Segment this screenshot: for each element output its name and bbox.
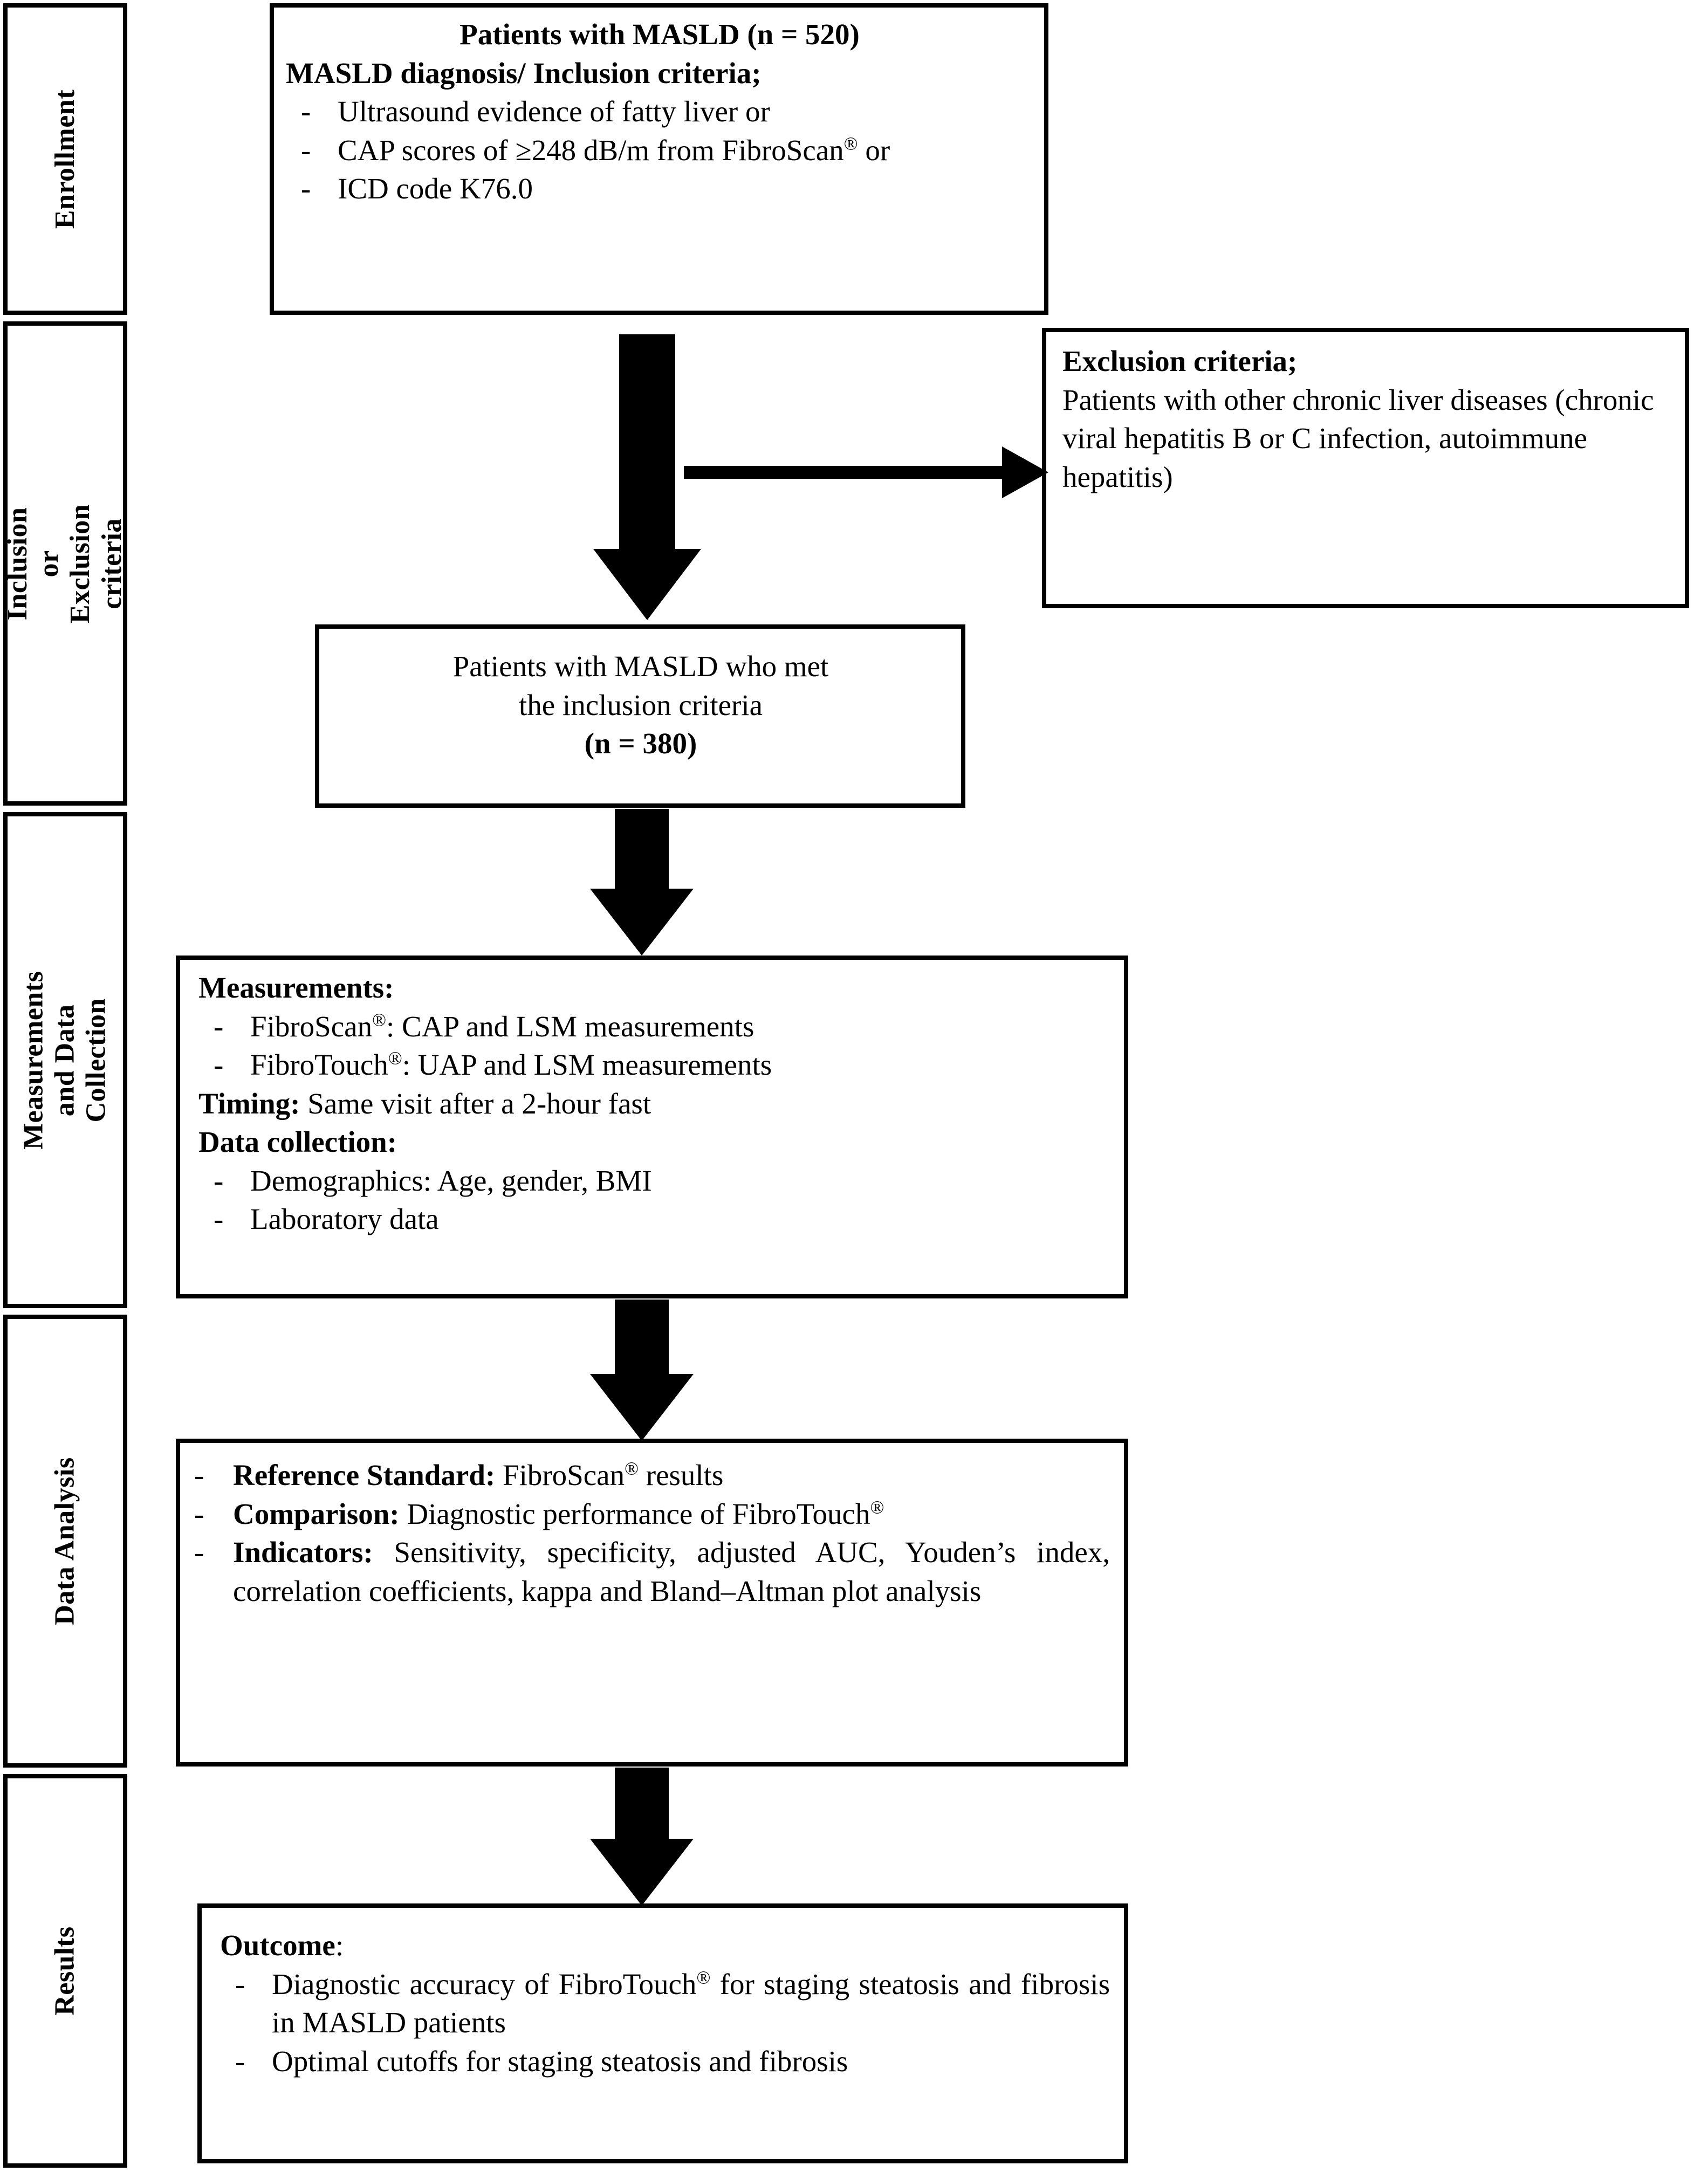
enrollment-heading-criteria: MASLD diagnosis/ Inclusion criteria; — [286, 56, 762, 90]
arrow-analysis-to-results — [588, 1768, 696, 1906]
exclusion-body: Patients with other chronic liver diseas… — [1062, 383, 1654, 493]
arrow-shaft — [684, 466, 1005, 479]
exclusion-box: Exclusion criteria; Patients with other … — [1042, 328, 1689, 608]
arrow-enrollment-to-included — [593, 334, 701, 620]
item-text: FibroTouch — [250, 1048, 388, 1081]
item-text-post: : UAP and LSM measurements — [402, 1048, 772, 1081]
item-text: FibroScan — [495, 1459, 625, 1491]
included-box: Patients with MASLD who met the inclusio… — [315, 624, 965, 808]
registered-icon: ® — [372, 1010, 387, 1030]
enrollment-criteria-list: Ultrasound evidence of fatty liver or CA… — [286, 92, 1033, 208]
list-item: Optimal cutoffs for staging steatosis an… — [220, 2042, 1110, 2081]
item-text: CAP scores of ≥248 dB/m from FibroScan — [338, 133, 844, 167]
stage-label-data-analysis: Data Analysis — [49, 1457, 80, 1625]
stage-box-inclusion-exclusion: Inclusion or Exclusion criteria — [3, 321, 127, 806]
measurements-heading: Measurements: — [198, 971, 394, 1004]
included-count: (n = 380) — [584, 727, 697, 760]
list-item: Laboratory data — [198, 1200, 1113, 1239]
measurements-box: Measurements: FibroScan®: CAP and LSM me… — [176, 956, 1128, 1298]
results-box: Outcome: Diagnostic accuracy of FibroTou… — [197, 1903, 1128, 2163]
analysis-list: Reference Standard: FibroScan® results C… — [186, 1456, 1110, 1610]
list-item: ICD code K76.0 — [286, 169, 1033, 208]
arrow-shaft — [619, 334, 675, 550]
list-item: Reference Standard: FibroScan® results — [186, 1456, 1110, 1495]
results-list: Diagnostic accuracy of FibroTouch® for s… — [220, 1965, 1110, 2081]
results-heading: Outcome: — [220, 1926, 1110, 1965]
arrow-shaft — [615, 809, 669, 890]
timing-label: Timing: — [198, 1087, 300, 1120]
item-text: Ultrasound evidence of fatty liver or — [338, 95, 770, 128]
arrow-shaft — [615, 1768, 669, 1840]
included-line2: the inclusion criteria — [518, 688, 763, 721]
item-text: Optimal cutoffs for staging steatosis an… — [272, 2044, 848, 2078]
list-item: Indicators: Sensitivity, specificity, ad… — [186, 1533, 1110, 1610]
included-line1: Patients with MASLD who met — [452, 650, 829, 683]
outcome-colon: : — [335, 1929, 344, 1962]
registered-icon: ® — [870, 1497, 884, 1518]
arrow-head — [590, 1374, 694, 1441]
stage-box-measurements: Measurements and Data Collection — [3, 812, 127, 1308]
list-item: FibroTouch®: UAP and LSM measurements — [198, 1046, 1113, 1084]
arrow-shaft — [615, 1300, 669, 1375]
arrow-measurements-to-analysis — [588, 1300, 696, 1441]
registered-icon: ® — [388, 1048, 402, 1069]
stage-box-enrollment: Enrollment — [3, 3, 127, 315]
item-text-post: : CAP and LSM measurements — [386, 1009, 754, 1043]
stage-box-results: Results — [3, 1774, 127, 2168]
list-item: CAP scores of ≥248 dB/m from FibroScan® … — [286, 131, 1033, 170]
stage-label-line1: Inclusion or Exclusion — [3, 504, 97, 623]
arrow-head — [590, 1839, 694, 1906]
enrollment-box: Patients with MASLD (n = 520) MASLD diag… — [270, 3, 1048, 315]
item-label: Reference Standard: — [233, 1459, 496, 1491]
list-item: Ultrasound evidence of fatty liver or — [286, 92, 1033, 131]
measurements-timing: Timing: Same visit after a 2-hour fast — [198, 1084, 1113, 1123]
stage-label-line2: Collection — [81, 998, 112, 1123]
stage-label-inclusion-exclusion: Inclusion or Exclusion criteria — [3, 504, 127, 623]
item-text-post: or — [858, 133, 890, 167]
arrow-head — [590, 889, 694, 956]
stage-box-data-analysis: Data Analysis — [3, 1315, 127, 1768]
stage-label-line2: criteria — [97, 518, 127, 609]
registered-icon: ® — [625, 1459, 639, 1479]
item-text-post: for staging steatosis and fibrosis in MA… — [272, 1967, 1110, 2039]
stage-label-results: Results — [49, 1926, 80, 2016]
item-text-post: results — [639, 1459, 724, 1491]
analysis-box: Reference Standard: FibroScan® results C… — [176, 1439, 1128, 1767]
registered-icon: ® — [843, 134, 858, 154]
arrow-enrollment-to-exclusion — [684, 446, 1048, 498]
arrow-head — [1002, 446, 1048, 498]
item-text: FibroScan — [250, 1009, 373, 1043]
arrow-head — [593, 549, 701, 620]
list-item: Comparison: Diagnostic performance of Fi… — [186, 1495, 1110, 1534]
list-item: Diagnostic accuracy of FibroTouch® for s… — [220, 1965, 1110, 2042]
registered-icon: ® — [696, 1968, 711, 1988]
item-text: ICD code K76.0 — [338, 172, 533, 205]
timing-value: Same visit after a 2-hour fast — [300, 1087, 651, 1120]
list-item: FibroScan®: CAP and LSM measurements — [198, 1007, 1113, 1046]
measurements-device-list: FibroScan®: CAP and LSM measurements Fib… — [198, 1007, 1113, 1084]
exclusion-heading: Exclusion criteria; — [1062, 345, 1298, 377]
arrow-included-to-measurements — [588, 809, 696, 956]
data-collection-heading: Data collection: — [198, 1125, 397, 1158]
item-text: Diagnostic performance of FibroTouch — [399, 1497, 870, 1530]
enrollment-heading-count: Patients with MASLD (n = 520) — [459, 18, 860, 51]
stage-label-line1: Measurements and Data — [18, 971, 80, 1150]
stage-label-enrollment: Enrollment — [49, 89, 80, 229]
outcome-label: Outcome — [220, 1929, 335, 1962]
list-item: Demographics: Age, gender, BMI — [198, 1161, 1113, 1200]
item-label: Indicators: — [233, 1536, 373, 1569]
data-collection-list: Demographics: Age, gender, BMI Laborator… — [198, 1161, 1113, 1239]
item-text: Diagnostic accuracy of FibroTouch — [272, 1967, 697, 2001]
item-label: Comparison: — [233, 1497, 400, 1530]
stage-label-measurements: Measurements and Data Collection — [18, 971, 113, 1149]
item-text: Sensitivity, specificity, adjusted AUC, … — [233, 1536, 1110, 1607]
